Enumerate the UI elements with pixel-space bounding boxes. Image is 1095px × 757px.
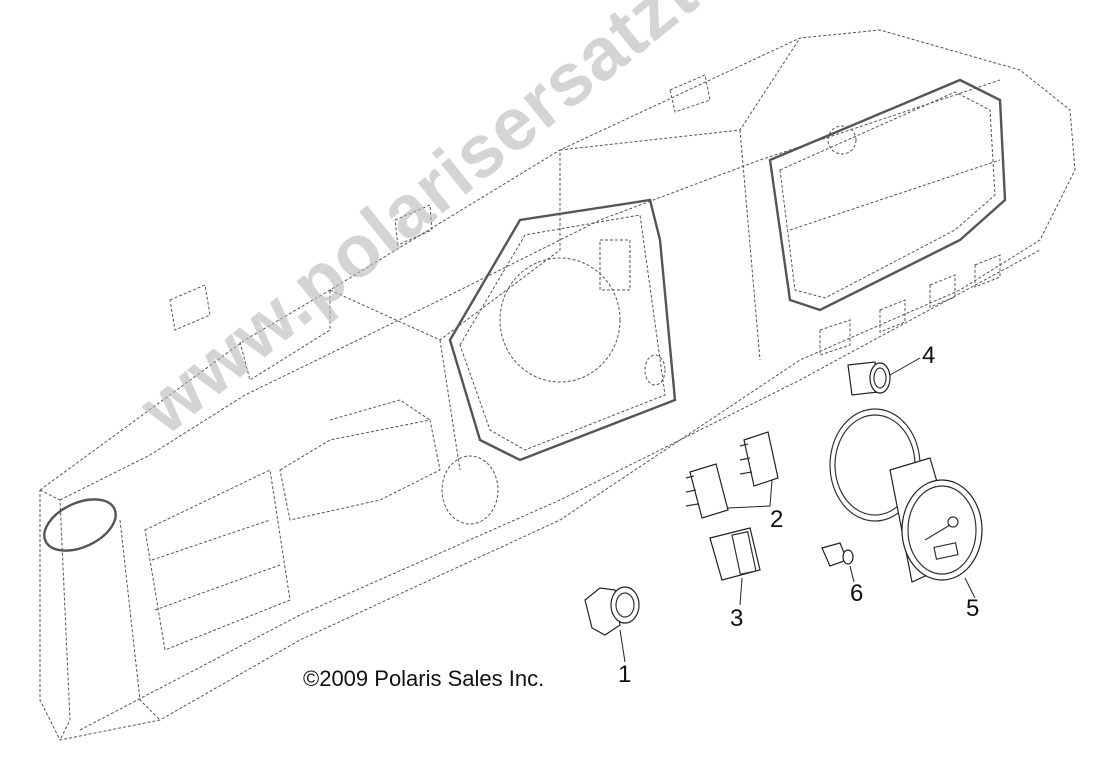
part-6-bulb-socket <box>821 542 855 583</box>
callout-1: 1 <box>618 661 632 688</box>
callout-2: 2 <box>770 506 784 533</box>
part-1-ignition-switch <box>584 586 640 663</box>
copyright-text: ©2009 Polaris Sales Inc. <box>303 666 545 691</box>
callout-5: 5 <box>966 595 980 622</box>
callout-3: 3 <box>730 605 744 632</box>
callout-6: 6 <box>850 580 864 607</box>
part-5-gauge <box>829 408 983 599</box>
callout-4: 4 <box>922 342 936 369</box>
part-2-rocker-switches <box>685 431 779 519</box>
part-4-power-outlet <box>847 357 921 396</box>
dashboard-body <box>39 29 1076 741</box>
part-3-multi-switch <box>709 527 761 606</box>
